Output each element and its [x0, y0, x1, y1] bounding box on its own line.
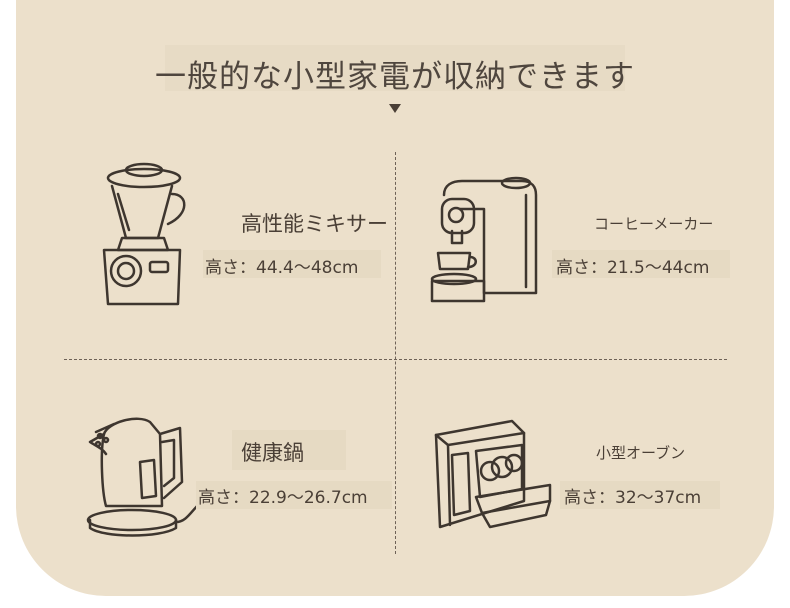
blender-icon: [102, 162, 186, 306]
size-backdrop: [560, 481, 720, 509]
size-backdrop: [196, 481, 392, 509]
item-name: コーヒーメーカー: [594, 215, 714, 233]
size-backdrop: [203, 250, 381, 278]
item-size: 高さ：32～37cm: [564, 488, 702, 508]
size-backdrop: [552, 250, 730, 278]
title-backdrop: [165, 45, 625, 91]
horizontal-divider: [64, 359, 727, 360]
vertical-divider: [395, 152, 396, 554]
oven-icon: [434, 419, 552, 529]
name-backdrop: [232, 430, 346, 470]
item-size: 高さ：22.9～26.7cm: [198, 488, 368, 508]
item-name: 高性能ミキサー: [241, 212, 388, 236]
kettle-icon: [86, 417, 208, 537]
coffee-maker-icon: [430, 176, 538, 303]
item-size: 高さ：21.5～44cm: [556, 258, 710, 278]
item-name: 小型オーブン: [596, 444, 686, 462]
down-arrow-icon: [389, 104, 401, 113]
page-title: 一般的な小型家電が収納できます: [155, 59, 635, 95]
item-size: 高さ：44.4～48cm: [205, 258, 359, 278]
item-name: 健康鍋: [241, 441, 304, 465]
